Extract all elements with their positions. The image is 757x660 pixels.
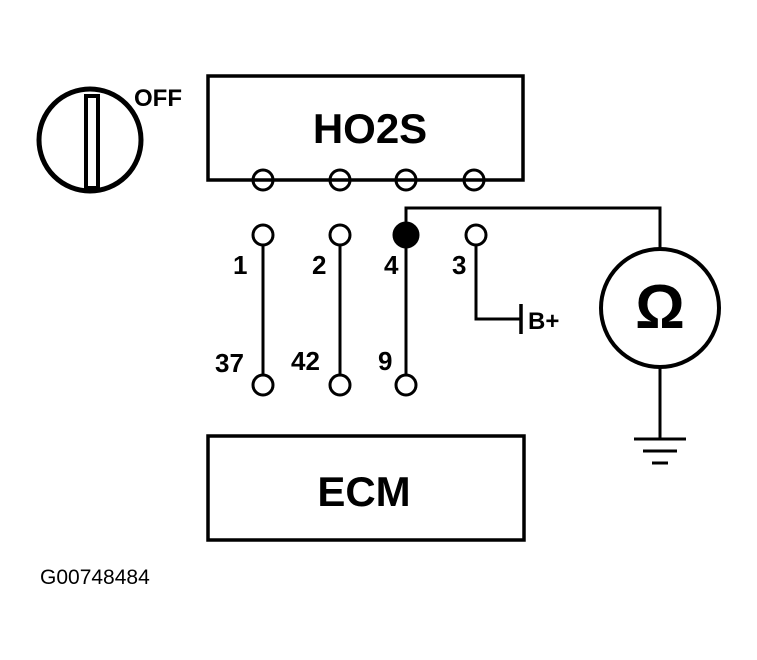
figure-id: G00748484 xyxy=(40,566,150,589)
ignition-off-label: OFF xyxy=(134,85,182,112)
breakout-terminals-bottom xyxy=(251,373,418,397)
ho2s-box xyxy=(206,74,525,182)
ecm-box xyxy=(206,434,526,542)
ground-icon xyxy=(634,437,686,465)
pin-label-3: 3 xyxy=(452,250,466,280)
ecm-label: ECM xyxy=(317,468,410,515)
pin-label-1: 1 xyxy=(233,250,247,280)
ohmmeter-lead-positive xyxy=(404,206,662,249)
pin-label-37: 37 xyxy=(215,348,244,378)
terminal-42 xyxy=(328,373,352,397)
ho2s-label: HO2S xyxy=(313,105,427,152)
breakout-terminals-top xyxy=(251,221,488,249)
terminal-1 xyxy=(251,223,275,247)
battery-label: B+ xyxy=(528,308,559,335)
terminal-3 xyxy=(464,223,488,247)
ignition-key-icon xyxy=(36,86,144,194)
battery-feed xyxy=(474,246,523,334)
jumper-wires xyxy=(261,236,408,376)
terminal-4 xyxy=(392,221,420,249)
pin-label-42: 42 xyxy=(291,346,320,376)
terminal-2 xyxy=(328,223,352,247)
terminal-9 xyxy=(394,373,418,397)
ohmmeter-icon: Ω xyxy=(599,247,721,369)
terminal-37 xyxy=(251,373,275,397)
pin-label-4: 4 xyxy=(384,250,399,280)
pin-label-9: 9 xyxy=(378,346,392,376)
ho2s-connector-pins xyxy=(251,168,486,192)
ohm-symbol: Ω xyxy=(635,273,685,342)
pin-label-2: 2 xyxy=(312,250,326,280)
